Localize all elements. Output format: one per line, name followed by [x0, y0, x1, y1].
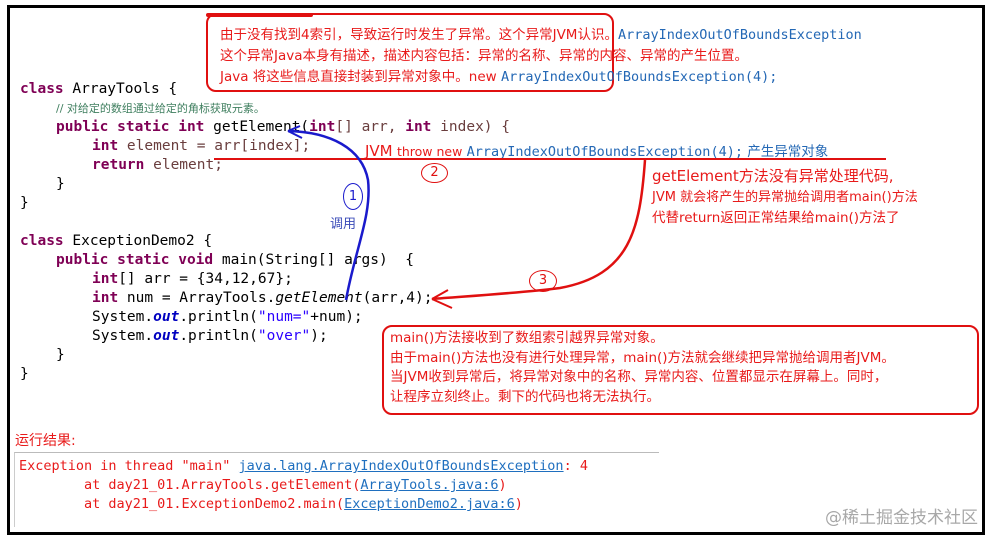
result-label: 运行结果: — [15, 433, 76, 449]
top-note-line-1: 由于没有找到4索引，导致运行时发生了异常。这个异常JVM认识。ArrayInde… — [220, 27, 862, 43]
code-return: return element; — [92, 157, 223, 173]
code-close-brace: } — [56, 176, 65, 192]
code-element-assign: int element = arr[index]; — [92, 138, 311, 154]
step-3-marker: 3 — [529, 270, 557, 292]
code-num-call: int num = ArrayTools.getElement(arr,4); — [92, 290, 433, 306]
watermark: @稀土掘金技术社区 — [825, 508, 978, 528]
console-line-3: at day21_01.ExceptionDemo2.main(Exceptio… — [19, 496, 523, 512]
code-comment: // 对给定的数组通过给定的角标获取元素。 — [56, 102, 265, 115]
step-1-marker: 1 — [343, 183, 363, 210]
code-method-getelement: public static int getElement(int[] arr, … — [56, 119, 510, 135]
code-print-num: System.out.println("num="+num); — [92, 309, 363, 325]
code-class-arraytools: class ArrayTools { — [20, 81, 178, 97]
code-arr-init: int[] arr = {34,12,67}; — [92, 271, 293, 287]
code-close-brace: } — [20, 366, 29, 382]
code-close-brace: } — [20, 195, 29, 211]
top-note-line-2: 这个异常Java本身有描述，描述内容包括：异常的名称、异常的内容、异常的产生位置… — [220, 48, 749, 64]
console-output: Exception in thread "main" java.lang.Arr… — [14, 452, 659, 527]
console-line-1: Exception in thread "main" java.lang.Arr… — [19, 458, 588, 474]
throw-annotation: JVM throw new ArrayIndexOutOfBoundsExcep… — [365, 142, 829, 160]
top-annotation-box: 由于没有找到4索引，导致运行时发生了异常。这个异常JVM认识。ArrayInde… — [206, 13, 862, 92]
exceptiondemo2-source-link[interactable]: ExceptionDemo2.java:6 — [344, 496, 515, 512]
code-class-exceptiondemo2: class ExceptionDemo2 { — [20, 233, 213, 249]
bottom-annotation-box: main()方法接收到了数组索引越界异常对象。 由于main()方法也没有进行处… — [382, 325, 979, 415]
right-annotation: getElement方法没有异常处理代码, JVM 就会将产生的异常抛给调用者m… — [652, 167, 918, 226]
call-label: 调用 — [330, 217, 357, 232]
console-line-2: at day21_01.ArrayTools.getElement(ArrayT… — [19, 477, 507, 493]
top-note-line-3: Java 将这些信息直接封装到异常对象中。new ArrayIndexOutOf… — [220, 69, 778, 85]
exception-class-link[interactable]: java.lang.ArrayIndexOutOfBoundsException — [238, 458, 564, 474]
step-2-marker: 2 — [421, 163, 448, 183]
code-main-method: public static void main(String[] args) { — [56, 252, 414, 268]
code-close-brace: } — [56, 347, 65, 363]
arraytools-source-link[interactable]: ArrayTools.java:6 — [360, 477, 499, 493]
code-print-over: System.out.println("over"); — [92, 328, 328, 344]
